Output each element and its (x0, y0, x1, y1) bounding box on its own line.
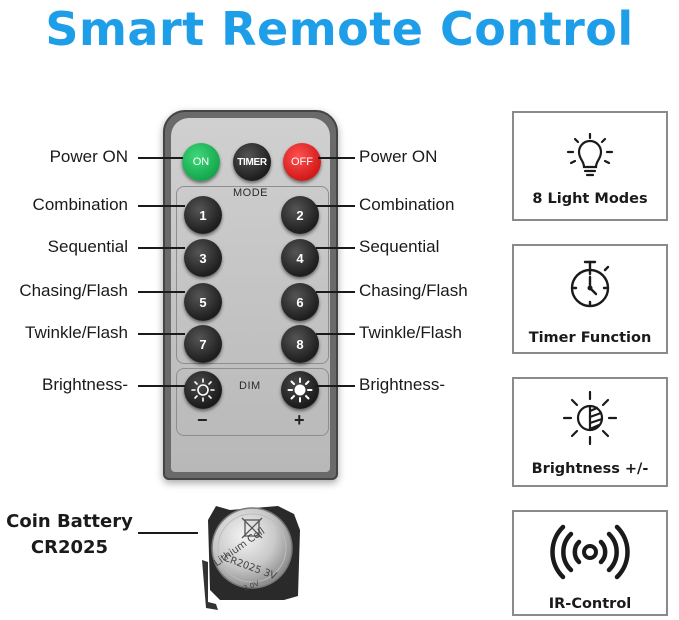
mode-button-4[interactable]: 4 (281, 239, 319, 277)
feature-box-timer: Timer Function (512, 244, 668, 354)
feature-label: IR-Control (548, 596, 632, 612)
battery-holder: 3.0V Lithium Cell CR2025 3V (198, 500, 308, 612)
feature-box-light-modes: 8 Light Modes (512, 111, 668, 221)
leader-line (316, 291, 355, 293)
feature-box-brightness: Brightness +/- (512, 377, 668, 487)
label-right-brightness: Brightness- (359, 375, 445, 394)
dim-panel (176, 368, 329, 436)
leader-line (316, 205, 355, 207)
label-left-twinkle-flash: Twinkle/Flash (25, 323, 128, 342)
label-left-sequential: Sequential (47, 237, 128, 256)
on-button[interactable]: ON (182, 143, 220, 181)
leader-line (318, 157, 355, 159)
remote-control: ON TIMER OFF MODE 1 2 3 4 5 6 7 8 DIM (163, 110, 338, 480)
leader-line (138, 247, 185, 249)
brightness-icon (562, 390, 618, 446)
mode-button-2[interactable]: 2 (281, 196, 319, 234)
label-left-chasing-flash: Chasing/Flash (19, 281, 128, 300)
stopwatch-icon (570, 260, 610, 308)
battery-title-line2: CR2025 (30, 537, 109, 558)
off-button[interactable]: OFF (283, 143, 321, 181)
label-right-twinkle-flash: Twinkle/Flash (359, 323, 462, 342)
leader-line (316, 333, 355, 335)
dim-label: DIM (239, 380, 261, 392)
label-left-combination: Combination (32, 195, 128, 214)
battery-title-line1: Coin Battery (6, 511, 133, 532)
label-right-power-on: Power ON (359, 147, 438, 166)
mode-button-5[interactable]: 5 (184, 283, 222, 321)
dim-minus-button[interactable] (184, 371, 222, 409)
minus-sign: − (197, 410, 208, 430)
label-left-power-on: Power ON (49, 147, 128, 166)
feature-label: 8 Light Modes (532, 191, 648, 207)
coin-battery-icon: 3.0V (202, 506, 300, 610)
leader-line (138, 157, 183, 159)
plus-sign: + (294, 410, 305, 430)
mode-label: MODE (233, 187, 268, 199)
mode-panel (176, 186, 329, 364)
leader-line (138, 291, 185, 293)
dim-plus-button[interactable] (281, 371, 319, 409)
feature-box-ir-control: IR-Control (512, 510, 668, 616)
ir-signal-icon (550, 524, 630, 580)
mode-button-3[interactable]: 3 (184, 239, 222, 277)
mode-button-6[interactable]: 6 (281, 283, 319, 321)
leader-line (138, 385, 185, 387)
mode-button-7[interactable]: 7 (184, 325, 222, 363)
mode-button-1[interactable]: 1 (184, 196, 222, 234)
sun-dim-icon (191, 378, 215, 402)
leader-line (138, 333, 185, 335)
leader-line (138, 205, 185, 207)
label-right-sequential: Sequential (359, 237, 440, 256)
page-title: Smart Remote Control (45, 2, 634, 56)
feature-label: Brightness +/- (531, 461, 649, 477)
light-bulb-icon (566, 133, 614, 177)
leader-line (316, 385, 355, 387)
label-right-chasing-flash: Chasing/Flash (359, 281, 468, 300)
mode-button-8[interactable]: 8 (281, 325, 319, 363)
label-right-combination: Combination (359, 195, 455, 214)
sun-bright-icon (287, 377, 313, 403)
timer-button[interactable]: TIMER (233, 143, 271, 181)
label-left-brightness: Brightness- (42, 375, 128, 394)
feature-label: Timer Function (528, 330, 652, 346)
leader-line (316, 247, 355, 249)
leader-line (138, 532, 198, 534)
remote-face: ON TIMER OFF MODE 1 2 3 4 5 6 7 8 DIM (171, 118, 330, 472)
